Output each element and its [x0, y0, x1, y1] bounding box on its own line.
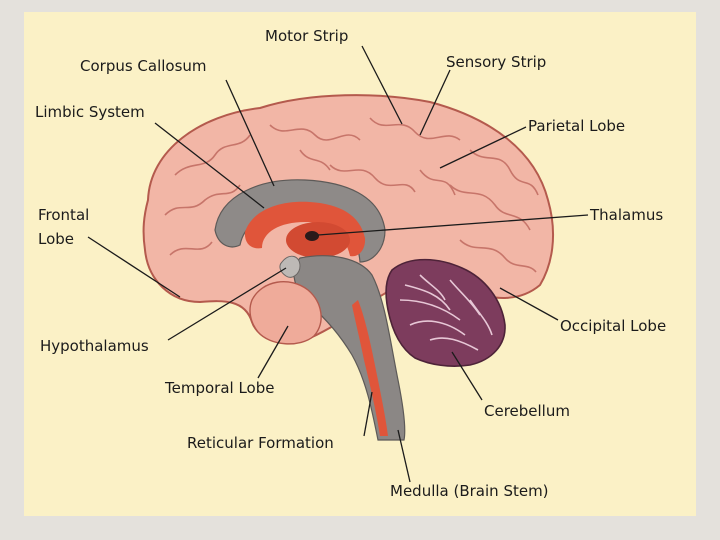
leader-reticular-formation: [364, 392, 372, 436]
label-medulla: Medulla (Brain Stem): [390, 482, 549, 500]
label-hypothalamus: Hypothalamus: [40, 337, 149, 355]
label-cerebellum: Cerebellum: [484, 402, 570, 420]
label-parietal-lobe: Parietal Lobe: [528, 117, 625, 135]
label-frontal-lobe-line1: Frontal: [38, 206, 89, 224]
label-reticular-formation: Reticular Formation: [187, 434, 334, 452]
label-corpus-callosum: Corpus Callosum: [80, 57, 207, 75]
thalamus-core: [305, 231, 319, 241]
thalamus-shape: [286, 222, 350, 258]
label-limbic-system: Limbic System: [35, 103, 145, 121]
label-temporal-lobe: Temporal Lobe: [165, 379, 274, 397]
label-occipital-lobe: Occipital Lobe: [560, 317, 666, 335]
label-sensory-strip: Sensory Strip: [446, 53, 546, 71]
label-frontal-lobe-line2: Lobe: [38, 230, 74, 248]
label-motor-strip: Motor Strip: [265, 27, 348, 45]
label-thalamus: Thalamus: [590, 206, 663, 224]
